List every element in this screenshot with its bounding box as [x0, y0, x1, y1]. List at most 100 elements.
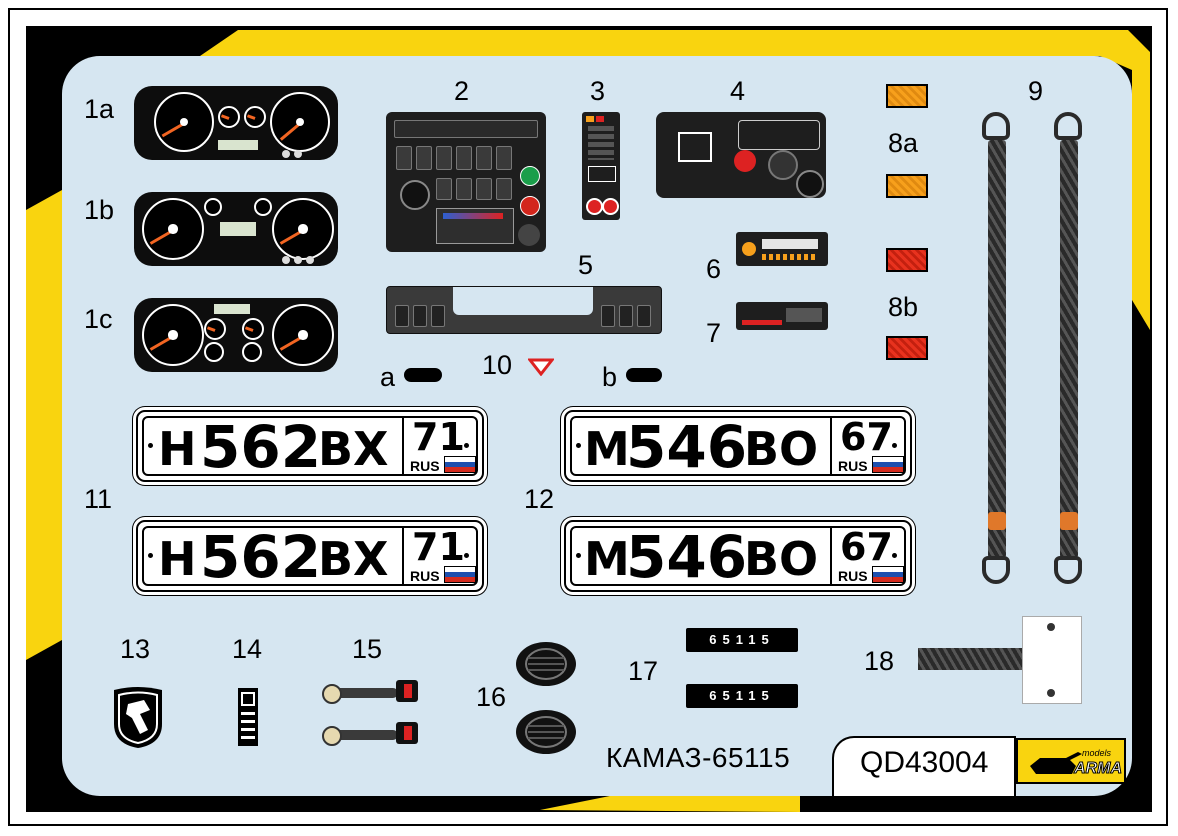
- small-gauge-icon: [254, 198, 272, 216]
- belt-anchor-icon: [982, 556, 1010, 584]
- label-17: 17: [628, 656, 659, 686]
- flag-icon: [872, 456, 904, 473]
- label-b: b: [602, 362, 618, 392]
- plate-separator: [402, 416, 404, 476]
- plate-letter: М: [584, 532, 630, 586]
- red-knob-icon: [734, 150, 756, 172]
- product-code: QD43004: [860, 746, 989, 779]
- buckle-anchor-icon: [322, 684, 342, 704]
- plate-border: [142, 526, 478, 586]
- arma-logo-box: models ARMA: [1016, 738, 1126, 784]
- plate-letter: Н: [158, 422, 197, 476]
- label-4: 4: [730, 76, 746, 106]
- amber-reflector: [886, 174, 928, 198]
- license-plate-12-top: М 546 ВО 67 RUS: [564, 410, 912, 482]
- small-gauge-icon: [218, 106, 240, 128]
- label-a: a: [380, 362, 396, 392]
- indicator: [586, 116, 594, 122]
- switch: [637, 305, 651, 327]
- plate-letter: Н: [158, 532, 197, 586]
- speedometer-icon: [142, 304, 204, 366]
- plate-rivet: [576, 553, 581, 558]
- plate-region: 71: [412, 415, 465, 459]
- plate-digits: 546: [626, 523, 748, 591]
- amber-reflector: [886, 84, 928, 108]
- seat-belt-strap: [988, 140, 1006, 558]
- plate-separator: [402, 526, 404, 586]
- dashboard-1b: [134, 192, 338, 266]
- small-gauge-icon: [204, 318, 226, 340]
- lever-icon-b: [626, 368, 662, 382]
- brand-small-text: models: [1082, 748, 1112, 758]
- seatbelt-tongue: [328, 688, 398, 698]
- radio-6: [736, 232, 828, 266]
- switch-panel-3: [582, 112, 620, 220]
- seatbelt-tongue: [328, 730, 398, 740]
- buckle-anchor-icon: [322, 726, 342, 746]
- plate-country: RUS: [410, 568, 440, 584]
- code-tab: QD43004: [832, 736, 1016, 796]
- label-15: 15: [352, 634, 383, 664]
- speedometer-icon: [154, 92, 214, 152]
- label-1a: 1a: [84, 94, 115, 124]
- plate-rivet: [148, 553, 153, 558]
- speedometer-icon: [142, 198, 204, 260]
- plate-letters: ВХ: [318, 532, 389, 586]
- speaker-grille-icon: [516, 642, 576, 686]
- label-3: 3: [590, 76, 606, 106]
- plate-letters: ВО: [744, 422, 819, 476]
- gear-pattern: [241, 712, 255, 742]
- switch-panel-2: [386, 112, 546, 252]
- plate-region: 67: [840, 415, 893, 459]
- plate-separator: [830, 416, 832, 476]
- indicator-dot: [306, 256, 314, 264]
- flag-icon: [444, 566, 476, 583]
- plate-rivet: [892, 553, 897, 558]
- plate-digits: 546: [626, 413, 748, 481]
- buckle-icon: [396, 722, 418, 744]
- switch: [496, 146, 512, 170]
- belt-anchor-icon: [1054, 556, 1082, 584]
- tachometer-icon: [272, 304, 334, 366]
- cutout: [453, 287, 593, 315]
- plate-rivet: [892, 443, 897, 448]
- switch-row: [394, 120, 538, 138]
- indicator-dot: [282, 256, 290, 264]
- lcd-display: [218, 140, 258, 150]
- tachometer-icon: [270, 92, 330, 152]
- switch: [496, 178, 512, 200]
- knob-icon: [796, 170, 824, 198]
- switch: [396, 146, 412, 170]
- label-12: 12: [524, 484, 555, 514]
- label-7: 7: [706, 318, 722, 348]
- pad-hole: [1047, 623, 1055, 631]
- license-plate-11-top: Н 562 ВХ 71 RUS: [136, 410, 484, 482]
- indicator-dot: [294, 256, 302, 264]
- switch: [431, 305, 445, 327]
- temperature-bar: [443, 213, 503, 219]
- buckle-icon: [396, 680, 418, 702]
- label-10: 10: [482, 350, 513, 380]
- climate-control: [436, 208, 514, 244]
- knob-icon: [518, 224, 540, 246]
- plate-separator: [830, 526, 832, 586]
- arma-tank-logo-icon: [1030, 752, 1082, 774]
- belt-tag-icon: [1060, 512, 1078, 530]
- red-socket-icon: [602, 198, 619, 215]
- brand-text: ARMA: [1074, 760, 1123, 778]
- flag-icon: [872, 566, 904, 583]
- small-gauge-icon: [244, 106, 266, 128]
- radio-display: [762, 239, 818, 249]
- small-gauge-icon: [204, 342, 224, 362]
- label-1b: 1b: [84, 195, 115, 225]
- switch: [619, 305, 633, 327]
- switch: [436, 146, 452, 170]
- speaker-grille-icon: [516, 710, 576, 754]
- panel-4: [656, 112, 826, 198]
- switch: [601, 305, 615, 327]
- small-gauge-icon: [242, 342, 262, 362]
- red-reflector: [886, 248, 928, 272]
- model-code-bottom: 65115: [686, 684, 798, 708]
- knob-icon: [742, 242, 756, 256]
